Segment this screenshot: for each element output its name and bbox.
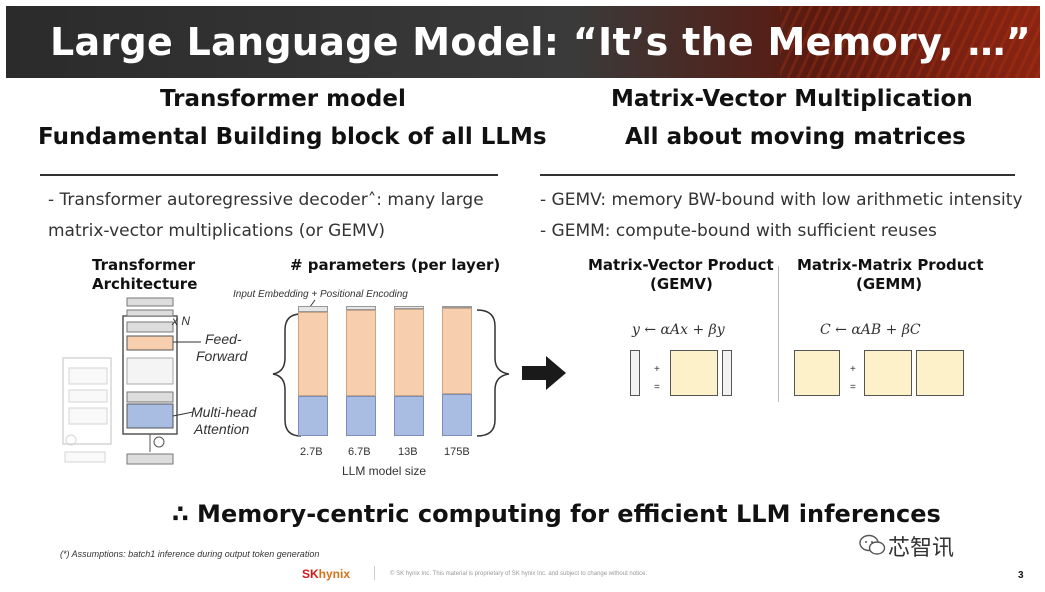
- left-heading-2: Fundamental Building block of all LLMs: [38, 124, 547, 150]
- gemv-plus: +: [654, 364, 660, 375]
- attention-bar-13b: [394, 396, 424, 436]
- footer-divider: [374, 566, 375, 580]
- panel-divider: [778, 266, 779, 402]
- title-bar: Large Language Model: “It’s the Memory, …: [6, 6, 1040, 78]
- gemm-formula: C ← αAB + βC: [820, 322, 921, 338]
- gemv-equals: =: [654, 382, 660, 393]
- right-bullet-gemv: - GEMV: memory BW-bound with low arithme…: [540, 190, 1023, 210]
- footnote: (*) Assumptions: batch1 inference during…: [60, 549, 320, 559]
- embedding-label: Input Embedding + Positional Encoding: [233, 289, 408, 300]
- gemv-title-2: (GEMV): [650, 275, 713, 293]
- ffn-bar-2.7b: [298, 312, 328, 396]
- right-bullet-gemm: - GEMM: compute-bound with sufficient re…: [540, 221, 937, 241]
- sk-hynix-logo: SKhynix: [302, 567, 350, 581]
- ffn-bar-175b: [442, 308, 472, 394]
- ffn-label-2: Forward: [196, 348, 248, 364]
- copyright-notice: © SK hynix Inc. This material is proprie…: [390, 571, 648, 577]
- gemm-matrix-b: [916, 350, 964, 396]
- logo-sk-text: SK: [302, 567, 319, 581]
- gemm-equals: =: [850, 382, 856, 393]
- ffn-bar-6.7b: [346, 310, 376, 396]
- ffn-block: [126, 335, 174, 351]
- attention-bar-2.7b: [298, 396, 328, 436]
- arch-title-2: Architecture: [92, 275, 198, 293]
- gemm-matrix-a: [864, 350, 912, 396]
- right-arrow-icon: [522, 356, 566, 390]
- params-title: # parameters (per layer): [290, 256, 501, 274]
- gemm-matrix-c: [794, 350, 840, 396]
- attention-block: [126, 403, 174, 429]
- gemv-title-1: Matrix-Vector Product: [588, 256, 774, 274]
- mha-label-2: Attention: [194, 421, 250, 437]
- watermark-text: 芯智讯: [888, 535, 955, 560]
- embedding-bar-13b: [394, 306, 424, 309]
- page-number: 3: [1018, 570, 1024, 581]
- repeat-label: x N: [172, 314, 190, 328]
- gemm-title-2: (GEMM): [856, 275, 923, 293]
- embedding-bar-2.7b: [298, 306, 328, 312]
- left-bullet-line-1: - Transformer autoregressive decoder˄: m…: [48, 190, 484, 210]
- left-divider: [40, 174, 498, 176]
- gemv-formula: y ← αAx + βy: [632, 322, 725, 338]
- gemv-vector-x: [722, 350, 732, 396]
- gemv-vector-y: [630, 350, 640, 396]
- size-label-175b: 175B: [444, 446, 470, 458]
- embedding-bar-6.7b: [346, 306, 376, 310]
- size-label-2.7b: 2.7B: [300, 446, 323, 458]
- gemv-matrix-a: [670, 350, 718, 396]
- logo-hynix-text: hynix: [318, 567, 351, 581]
- ffn-bar-13b: [394, 309, 424, 396]
- attention-bar-6.7b: [346, 396, 376, 436]
- left-heading-1: Transformer model: [160, 86, 406, 112]
- arch-title-1: Transformer: [92, 256, 196, 274]
- ffn-label-1: Feed-: [205, 331, 242, 347]
- embedding-bar-175b: [442, 306, 472, 308]
- gemm-title-1: Matrix-Matrix Product: [797, 256, 984, 274]
- size-label-13b: 13B: [398, 446, 418, 458]
- slide-title: Large Language Model: “It’s the Memory, …: [50, 20, 1032, 64]
- wechat-icon: [859, 534, 886, 555]
- encoder-stack: [62, 357, 112, 463]
- right-heading-1: Matrix-Vector Multiplication: [611, 86, 973, 112]
- right-divider: [540, 174, 1015, 176]
- size-label-6.7b: 6.7B: [348, 446, 371, 458]
- gemm-plus: +: [850, 364, 856, 375]
- model-size-axis-label: LLM model size: [342, 464, 427, 478]
- conclusion-text: ∴ Memory-centric computing for efficient…: [172, 500, 941, 528]
- left-bullet-line-2: matrix-vector multiplications (or GEMV): [48, 221, 385, 241]
- right-heading-2: All about moving matrices: [625, 124, 966, 150]
- mha-label-1: Multi-head: [191, 404, 257, 420]
- transformer-diagram: [62, 297, 201, 465]
- attention-bar-175b: [442, 394, 472, 436]
